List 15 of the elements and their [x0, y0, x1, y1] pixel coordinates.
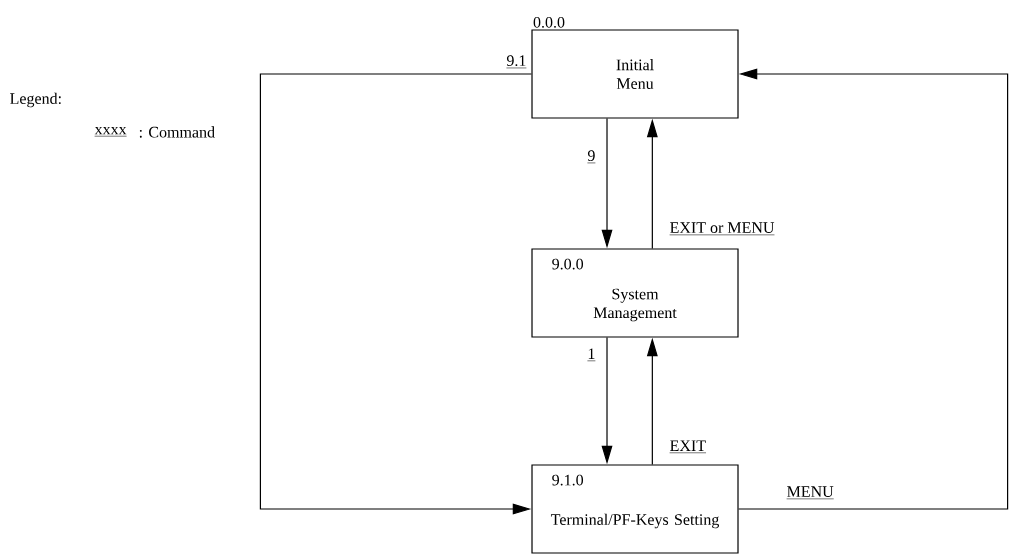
process-box: 9.1.0 Terminal/PF-Keys Setting [531, 464, 739, 554]
edge-label: 9 [586, 148, 597, 166]
node-label: 0.0.0 [533, 16, 565, 28]
edge-label: 9.1 [505, 53, 528, 71]
edge-label: EXIT or MENU [668, 221, 776, 237]
arrow [738, 68, 1009, 510]
edge-label: MENU [785, 485, 836, 501]
legend-text: : Command [139, 126, 215, 138]
legend-title: Legend: [10, 92, 61, 108]
command-sample: xxxx [94, 127, 127, 137]
process-box: 0.0.0 Initial Menu [531, 16, 739, 119]
process-box: 9.0.0 System Management [531, 248, 739, 338]
edge-label: 1 [586, 347, 597, 363]
edge-label: EXIT [668, 439, 708, 455]
arrow [259, 73, 532, 515]
